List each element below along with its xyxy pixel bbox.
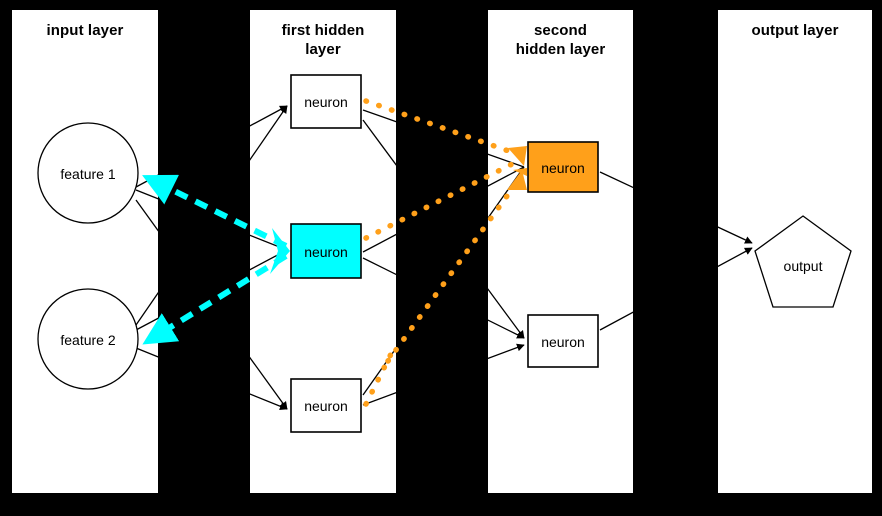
edges-input-to-hidden1 [135,105,288,410]
node-label-feature-2: feature 2 [60,332,116,348]
node-hidden1-neuron-middle[interactable] [290,223,362,279]
node-label-hidden1-middle: neuron [304,244,348,260]
node-label-hidden1-bottom: neuron [304,398,348,414]
highlight-path-cyan [142,174,288,345]
node-hidden2-neuron-top[interactable] [527,141,599,193]
node-output[interactable] [754,215,852,308]
node-shapes [37,74,852,433]
panel-input-layer [12,10,158,493]
edges-hidden2-to-output [599,171,753,331]
node-feature-2[interactable] [37,288,139,390]
node-label-hidden2-bottom: neuron [541,334,585,350]
highlight-arrowhead-orange [507,146,527,190]
panel-second-hidden-layer [488,10,633,493]
node-label-output: output [783,258,823,274]
node-label-feature-1: feature 1 [60,166,116,182]
node-hidden1-neuron-bottom[interactable] [290,378,362,433]
highlight-arrowhead-cyan [270,228,290,274]
node-feature-1[interactable] [37,122,139,224]
node-hidden1-neuron-top[interactable] [290,74,362,129]
highlight-path-orange [363,98,523,407]
edges-hidden1-to-hidden2 [362,109,525,406]
node-hidden2-neuron-bottom[interactable] [527,314,599,368]
layer-title-input: input layer [46,22,124,39]
node-label-hidden1-top: neuron [304,94,348,110]
node-label-hidden2-top: neuron [541,160,585,176]
layer-title-output: output layer [751,22,839,39]
